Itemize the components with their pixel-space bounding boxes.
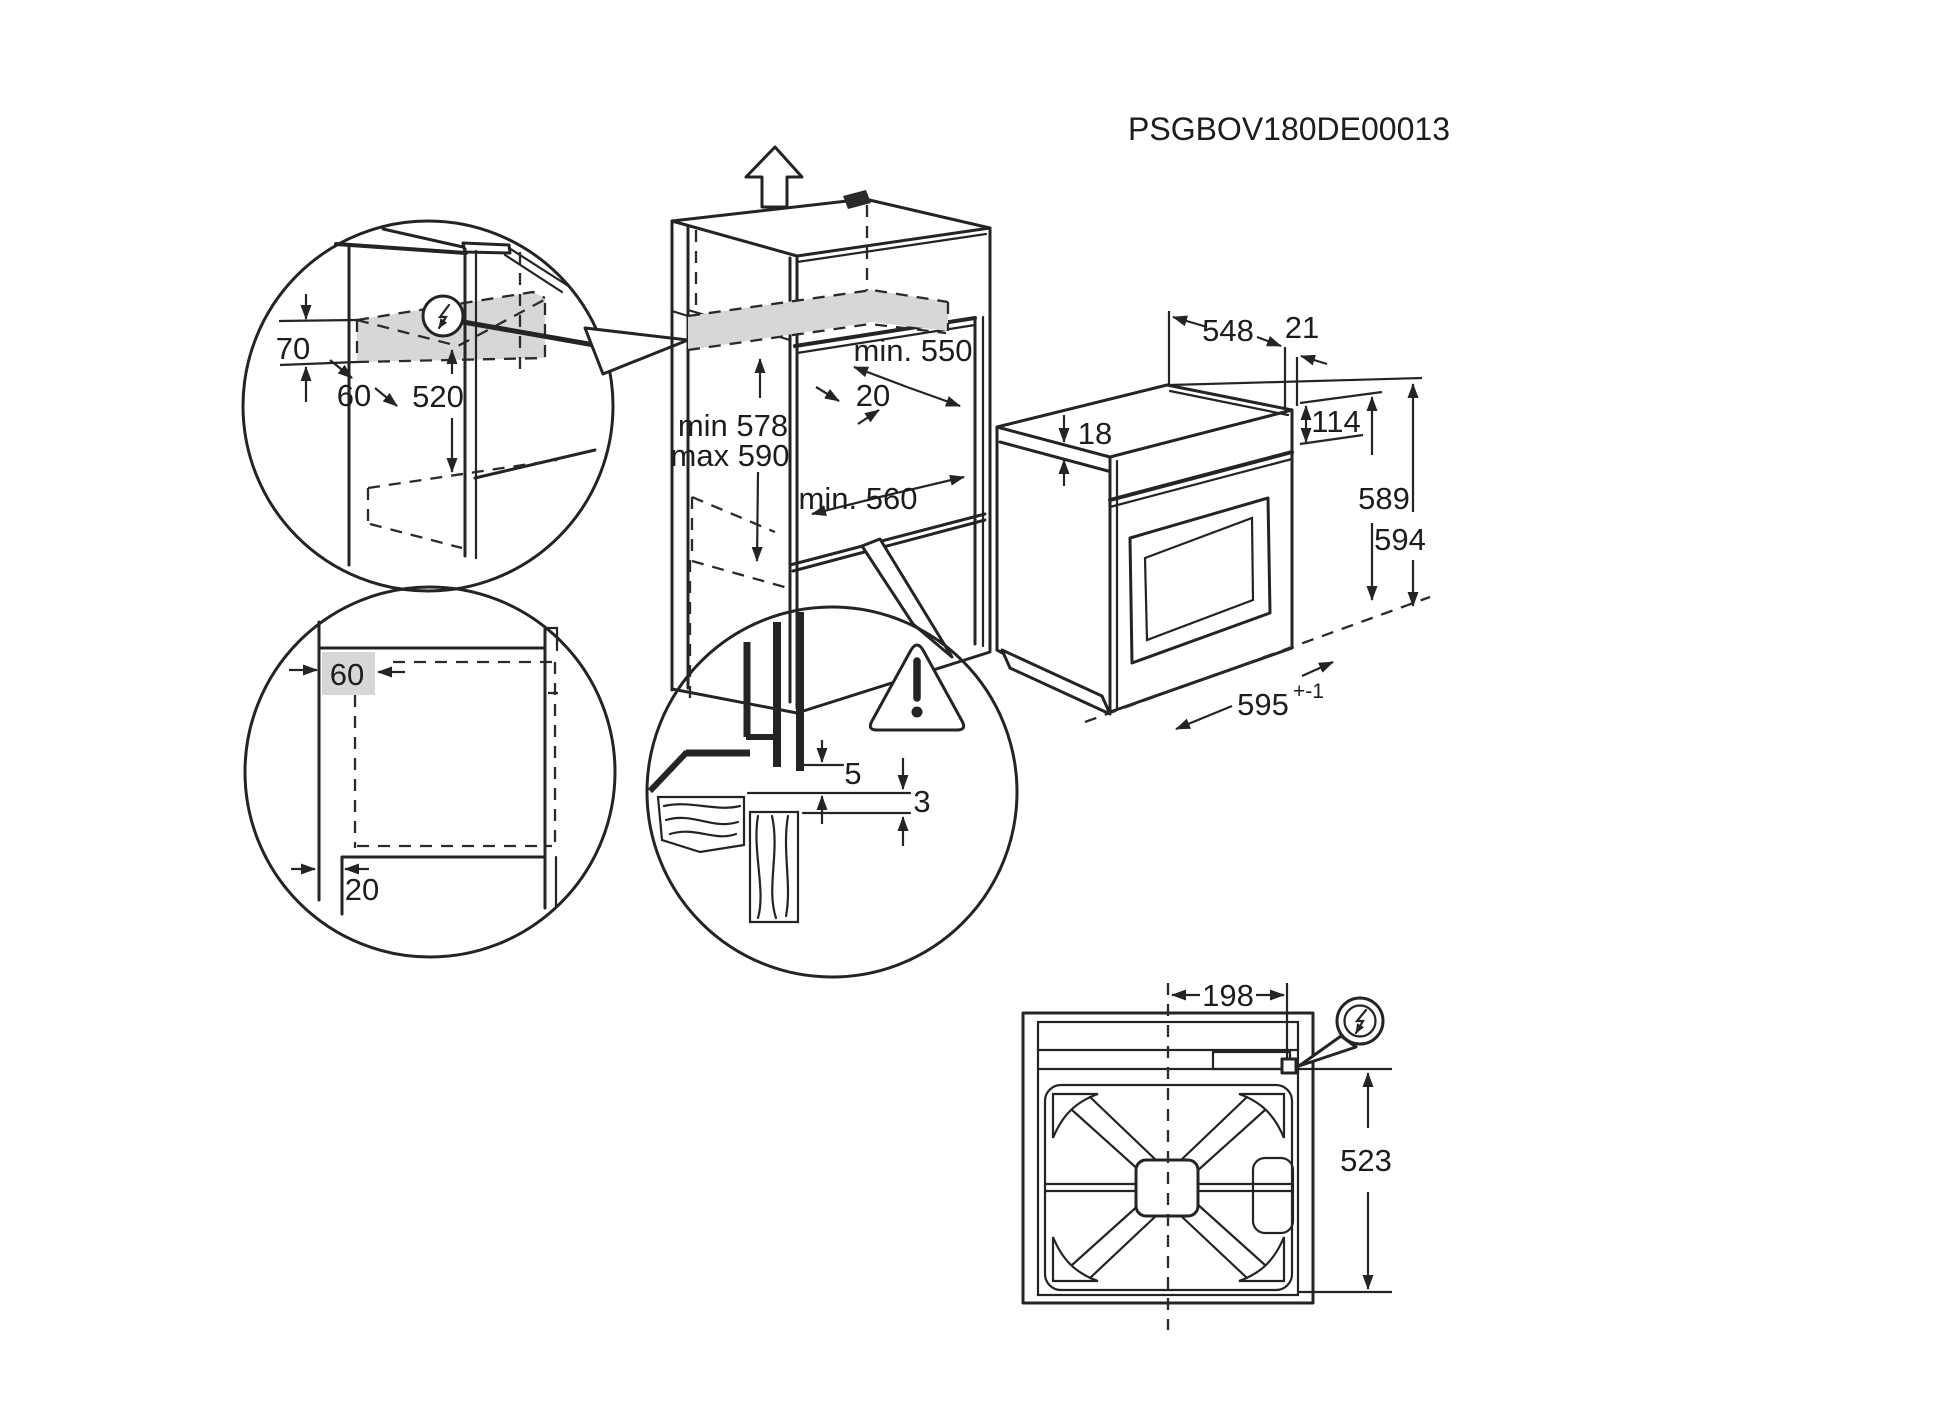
cabinet-top-panel [334, 227, 572, 294]
svg-text:70: 70 [276, 331, 310, 366]
oven-door-window [1128, 496, 1272, 665]
rear-view-drawing: 198 523 [1021, 978, 1392, 1330]
electrical-connection-icon-rear [1335, 996, 1385, 1046]
mains-connector [1280, 1057, 1298, 1075]
dim-oven-front-width: 595 +-1 [1175, 660, 1334, 731]
svg-text:60: 60 [330, 657, 364, 692]
dim-rear-vent-gap: 20 [815, 378, 890, 425]
dim-oven-front-height: 594 [1169, 376, 1426, 607]
dim-oven-top-width: 548 [1167, 311, 1254, 385]
cabinet-drawing: min. 550 20 min 578 max 590 min. 560 [670, 145, 992, 715]
svg-text:5: 5 [844, 756, 861, 791]
up-arrow-icon [744, 145, 804, 209]
svg-text:18: 18 [1078, 416, 1112, 451]
dim-rear-height: 523 [1298, 1067, 1392, 1294]
oven-drawing: 548 21 18 114 589 [995, 310, 1431, 731]
dim-niche-bottom-depth: min. 560 [799, 474, 965, 516]
worktop-wood [656, 795, 800, 924]
dim-recess-depth: 60 [329, 359, 398, 413]
part-number: PSGBOV180DE00013 [1128, 111, 1450, 147]
svg-text:60: 60 [337, 378, 371, 413]
detail-circle-gaps: 5 3 [645, 605, 1019, 979]
dim-control-panel-height: 114 [1299, 404, 1364, 446]
dim-oven-rear-offset: 21 [1256, 310, 1328, 410]
svg-text:max 590: max 590 [671, 438, 790, 473]
svg-text:595: 595 [1237, 687, 1289, 722]
svg-text:3: 3 [913, 784, 930, 819]
rear-center-plate [1134, 1158, 1200, 1218]
svg-text:198: 198 [1202, 978, 1254, 1013]
svg-text:20: 20 [856, 378, 890, 413]
svg-text:114: 114 [1311, 404, 1360, 439]
svg-text:min 578: min 578 [678, 408, 788, 443]
dim-recess-to-shelf: 520 [412, 349, 464, 473]
warning-icon [868, 643, 966, 732]
svg-text:20: 20 [345, 872, 379, 907]
svg-text:520: 520 [412, 379, 464, 414]
svg-text:+-1: +-1 [1293, 680, 1324, 703]
svg-text:548: 548 [1202, 313, 1254, 348]
svg-text:min. 560: min. 560 [799, 481, 918, 516]
dim-recess-height: 70 [276, 294, 358, 402]
clearance-highlight [322, 652, 375, 695]
dim-upper-gap: 5 [816, 740, 862, 824]
dim-niche-top-depth: min. 550 [853, 333, 973, 408]
recess-strip [687, 288, 950, 352]
svg-text:523: 523 [1340, 1143, 1392, 1178]
dim-niche-height: min 578 max 590 [671, 358, 790, 562]
dim-lower-gap: 3 [897, 758, 931, 846]
svg-text:589: 589 [1358, 481, 1410, 516]
oven-foot [1000, 648, 1112, 716]
callout-wedge-top [583, 326, 690, 376]
dim-oven-body-height: 589 [1299, 390, 1410, 601]
svg-text:min. 550: min. 550 [854, 333, 973, 368]
dim-front-gap: 20 [291, 863, 379, 907]
callout-wedge-bottom [860, 537, 954, 659]
svg-text:21: 21 [1285, 310, 1319, 345]
svg-text:594: 594 [1374, 522, 1426, 557]
electrical-connection-icon [421, 294, 465, 338]
dim-side-clearance: 60 [289, 657, 405, 692]
top-back-edge [843, 190, 871, 209]
dim-connection-offset: 198 [1171, 978, 1289, 1058]
detail-circle-front-clearance: 60 20 [243, 585, 617, 959]
detail-circle-top-recess: 70 60 520 [241, 219, 615, 593]
dim-oven-top-inset: 18 [1058, 415, 1112, 486]
